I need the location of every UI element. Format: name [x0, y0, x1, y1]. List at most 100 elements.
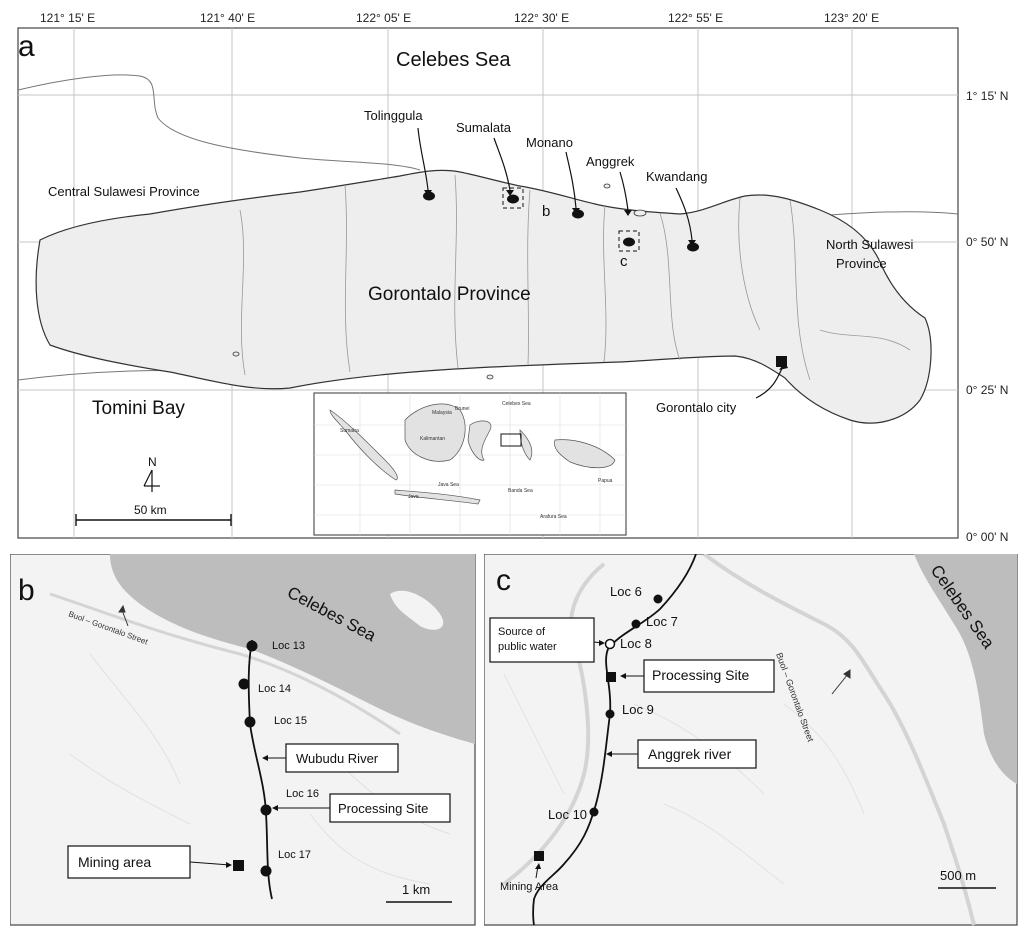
location-label: Loc 10 — [548, 807, 587, 822]
inset-land-label: Papua — [598, 478, 613, 484]
panel-a-map: 121° 15' E 121° 40' E 122° 05' E 122° 30… — [17, 11, 1008, 544]
coastline-east — [829, 211, 959, 216]
scale-label: 1 km — [402, 882, 430, 897]
roads — [49, 592, 401, 736]
province-label: Central Sulawesi Province — [48, 184, 200, 199]
site-markers — [423, 191, 787, 367]
processing-marker — [606, 672, 616, 682]
sea-area — [110, 554, 475, 744]
district-boundaries — [239, 174, 911, 381]
inset-land-label: Kalimantan — [420, 436, 445, 442]
mining-label: Mining Area — [500, 881, 559, 893]
location-label: Loc 17 — [278, 849, 311, 861]
river-label: Wubudu River — [296, 751, 379, 766]
lon-label: 121° 15' E — [40, 11, 95, 25]
location-label: Loc 9 — [622, 702, 654, 717]
water-source-label: public water — [498, 641, 557, 653]
city-label: Gorontalo city — [656, 400, 737, 415]
pointer-arrow-heads — [535, 640, 626, 869]
north-arrow-icon — [143, 469, 160, 492]
site-marker — [623, 237, 635, 247]
site-label: Monano — [526, 135, 573, 150]
lon-label: 123° 20' E — [824, 11, 879, 25]
location-label: Loc 7 — [646, 614, 678, 629]
lon-label: 122° 30' E — [514, 11, 569, 25]
site-marker — [687, 242, 699, 252]
inset-boxes — [502, 187, 640, 252]
pointer-arrow-heads — [226, 755, 278, 868]
inset-sea-label: Arafura Sea — [540, 514, 567, 520]
site-marker — [572, 209, 584, 219]
inset-land-label: Brunei — [455, 406, 469, 412]
location-label: Loc 13 — [272, 640, 305, 652]
scale-label: 50 km — [134, 503, 167, 517]
anggrek-river — [532, 554, 697, 926]
north-label: N — [148, 455, 157, 469]
site-label: Tolinggula — [364, 108, 423, 123]
inset-sea-label: Java Sea — [438, 482, 459, 488]
location-markers — [233, 640, 272, 877]
inset-land-label: Java — [408, 494, 419, 500]
sea-label: Celebes Sea — [396, 49, 511, 71]
province-label: North Sulawesi — [826, 237, 914, 252]
lon-label: 122° 05' E — [356, 11, 411, 25]
inset-sea-label: Banda Sea — [508, 488, 533, 494]
location-label: Loc 16 — [286, 788, 319, 800]
panel-letter: b — [18, 574, 35, 607]
location-label: Loc 15 — [274, 715, 307, 727]
inset-land-label: Sumatra — [340, 428, 359, 434]
lon-label: 121° 40' E — [200, 11, 255, 25]
overview-inset-map: Celebes Sea Java Sea Banda Sea Arafura S… — [313, 392, 627, 536]
wubudu-river — [247, 639, 273, 900]
water-source-label-box — [489, 617, 595, 663]
site-label: Anggrek — [586, 154, 635, 169]
processing-label-box — [643, 659, 775, 693]
panel-letter: a — [18, 30, 35, 63]
river-label: Anggrek river — [648, 746, 732, 762]
lat-label: 0° 50' N — [966, 235, 1008, 249]
islands — [232, 183, 647, 380]
lat-label: 0° 00' N — [966, 530, 1008, 544]
river-label-box — [637, 739, 757, 769]
water-source-label: Source of — [498, 626, 546, 638]
inset-land-label: Malaysia — [432, 410, 452, 416]
province-label: Gorontalo Province — [368, 284, 531, 305]
bay-label: Tomini Bay — [92, 398, 185, 419]
location-label: Loc 8 — [620, 636, 652, 651]
coastline-north-west — [17, 74, 421, 171]
street-arrow-icon — [831, 669, 851, 695]
site-label: Kwandang — [646, 169, 707, 184]
mining-marker — [534, 851, 544, 861]
lon-label: 122° 55' E — [668, 11, 723, 25]
site-marker — [423, 191, 435, 201]
roads — [502, 554, 976, 926]
location-label: Loc 14 — [258, 683, 291, 695]
lat-label: 1° 15' N — [966, 89, 1008, 103]
inset-letter: b — [542, 203, 550, 220]
mining-label: Mining area — [78, 854, 151, 870]
processing-label: Processing Site — [338, 801, 428, 816]
lat-label: 0° 25' N — [966, 383, 1008, 397]
panel-c-map: c Celebes Sea Buol – Gorontalo Street Lo… — [484, 554, 1018, 926]
location-markers — [534, 594, 663, 861]
peninsula — [390, 590, 444, 630]
mining-label-box — [67, 845, 191, 879]
scale-label: 500 m — [940, 868, 976, 883]
inset-letter: c — [620, 253, 628, 270]
province-label: Province — [836, 256, 887, 271]
sea-area — [914, 554, 1017, 784]
scale-bar — [75, 514, 232, 526]
inset-sea-label: Celebes Sea — [502, 401, 531, 407]
site-label: Sumalata — [456, 120, 512, 135]
panel-letter: c — [496, 564, 511, 597]
location-label: Loc 6 — [610, 584, 642, 599]
water-source-marker — [604, 638, 616, 650]
street-arrow-icon — [118, 604, 129, 627]
mining-marker — [233, 860, 244, 871]
processing-label: Processing Site — [652, 667, 749, 683]
site-marker — [507, 194, 519, 204]
city-marker — [776, 356, 787, 367]
river-label-box — [285, 743, 399, 773]
gorontalo-province-land — [35, 169, 932, 424]
panel-b-map: b Celebes Sea Buol – Gorontalo Street Lo… — [10, 554, 476, 926]
